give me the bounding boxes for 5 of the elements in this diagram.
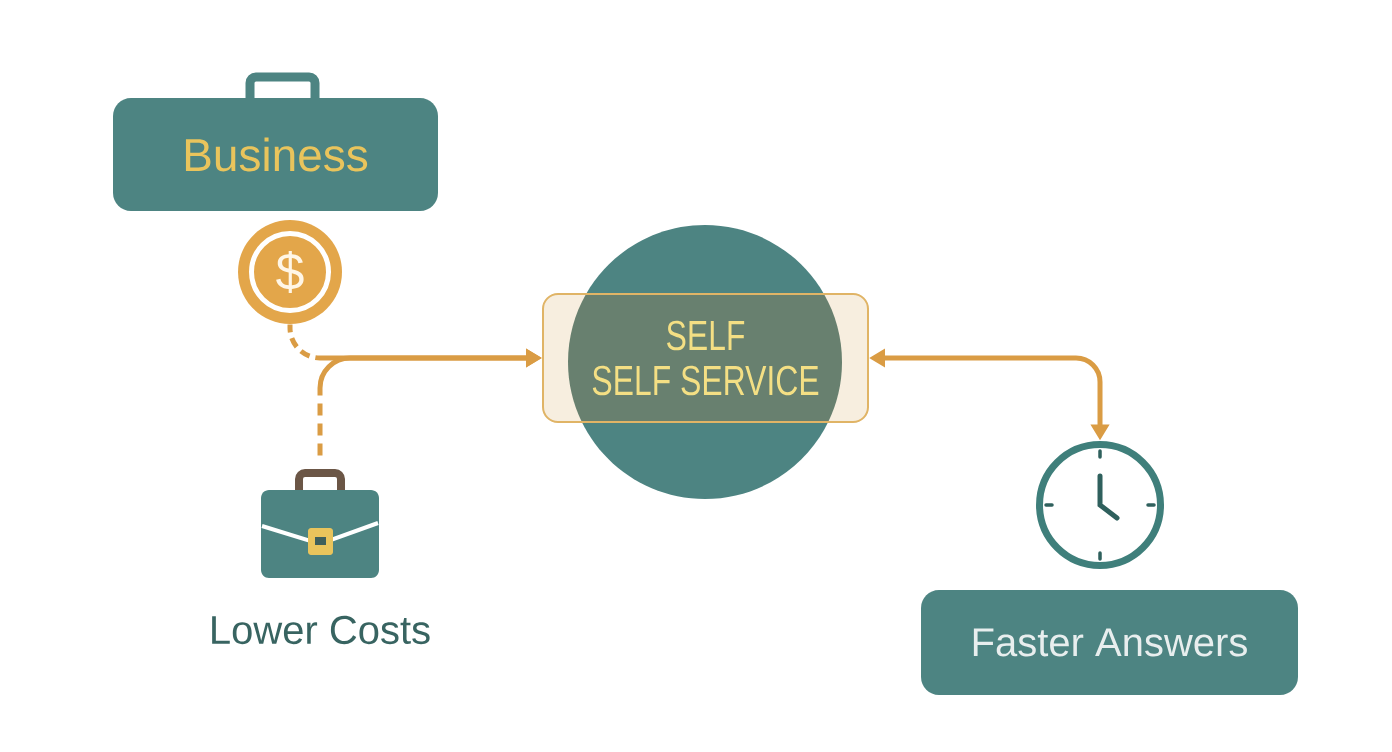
dollar-coin: $ [238,220,342,324]
clock-icon [1036,441,1164,569]
caption-text: Lower Costs [212,615,430,645]
suitcase-box: Business [113,72,438,211]
text-box: Faster Answers [921,590,1298,695]
